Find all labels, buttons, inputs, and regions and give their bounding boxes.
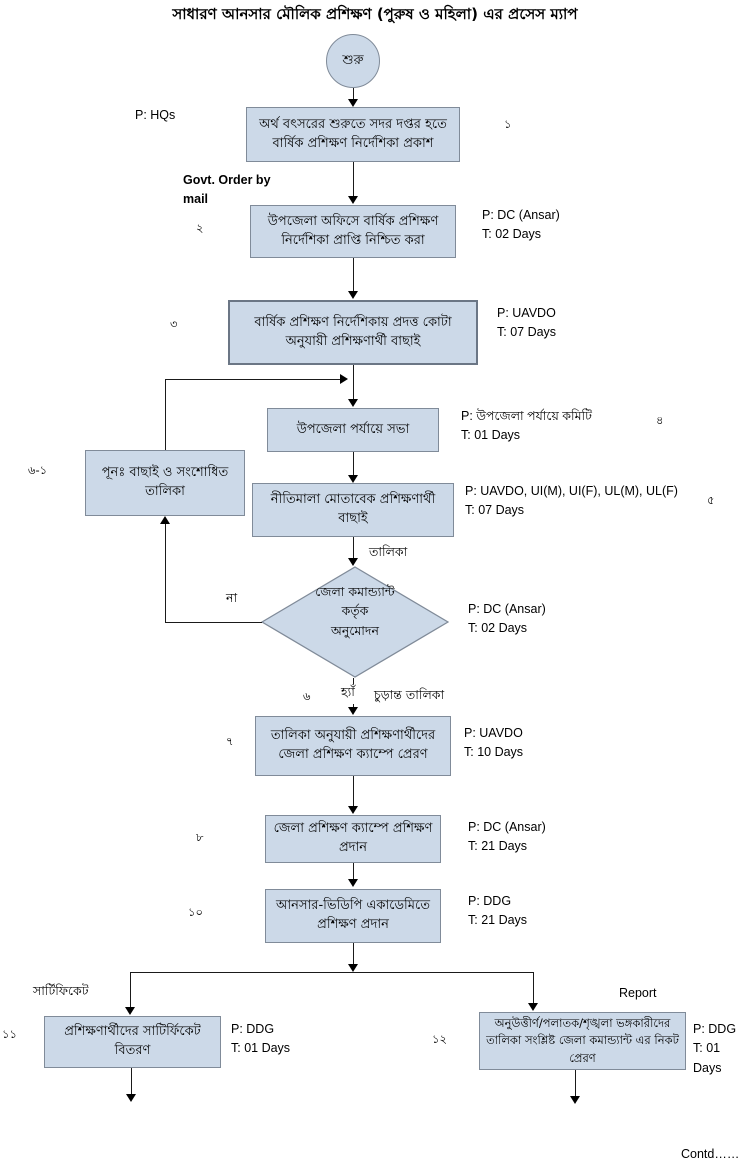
step-number-3: ৩ [170, 317, 178, 331]
step-12-box: অনুউত্তীর্ণ/পলাতক/শৃঙ্খলা ভঙ্গকারীদের তা… [479, 1012, 686, 1070]
annotation-step-2: P: DC (Ansar) T: 02 Days [482, 208, 560, 242]
connector-s5-d6 [353, 537, 354, 558]
label-report: Report [619, 986, 657, 1000]
step-number-8: ৮ [196, 830, 204, 844]
step-8-box: জেলা প্রশিক্ষণ ক্যাম্পে প্রশিক্ষণ প্রদান [265, 815, 441, 863]
decision-diamond-text: জেলা কমান্ড্যান্ট কর্তৃক অনুমোদন [315, 584, 395, 638]
connector-s1-s2 [353, 162, 354, 196]
connector-feedback-up [165, 379, 166, 450]
step-10-box: আনসার-ভিডিপি একাডেমিতে প্রশিক্ষণ প্রদান [265, 889, 441, 943]
connector-tee-s12 [533, 972, 534, 1003]
annotation-step-11: P: DDG T: 01 Days [231, 1022, 291, 1056]
step-number-6-1: ৬-১ [28, 463, 48, 477]
connector-feedback-merge [165, 379, 340, 380]
annotation-step-7: P: UAVDO T: 10 Days [464, 726, 524, 760]
arrowhead-tee-s11 [125, 1007, 135, 1015]
annotation-step-4: P: উপজেলা পর্যায়ে কমিটি T: 01 Days [461, 409, 592, 443]
arrowhead-s7-s8 [348, 806, 358, 814]
connector-s8-s10 [353, 863, 354, 879]
connector-s3-s4 [353, 365, 354, 399]
label-list: তালিকা [369, 544, 408, 559]
arrowhead-s1-s2 [348, 196, 358, 204]
arrowhead-d6-s7 [348, 707, 358, 715]
step-1-box: অর্থ বৎসরের শুরুতে সদর দপ্তর হতে বার্ষিক… [246, 107, 460, 162]
connector-tee-s11 [130, 972, 131, 1007]
step-number-2: ২ [196, 221, 204, 235]
step-number-7: ৭ [226, 734, 234, 748]
arrowhead-tee-s12 [528, 1003, 538, 1011]
arrowhead-s4-s5 [348, 475, 358, 483]
connector-s12-exit [575, 1070, 576, 1096]
step-2-box: উপজেলা অফিসে বার্ষিক প্রশিক্ষণ নির্দেশিক… [250, 205, 456, 258]
decision-diamond-shape [261, 566, 449, 678]
label-no: না [226, 590, 238, 605]
start-node: শুরু [326, 34, 380, 88]
annotation-step-5: P: UAVDO, UI(M), UI(F), UL(M), UL(F) T: … [465, 484, 678, 518]
label-govt-order: Govt. Order by mail [183, 173, 271, 207]
connector-s2-s3 [353, 258, 354, 291]
arrowhead-no-into-reselection [160, 516, 170, 524]
label-certificate: সার্টিফিকেট [33, 983, 89, 998]
step-4-box: উপজেলা পর্যায়ে সভা [267, 408, 439, 452]
connector-s7-s8 [353, 776, 354, 806]
annotation-step-3: P: UAVDO T: 07 Days [497, 306, 557, 340]
annotation-decision-6: P: DC (Ansar) T: 02 Days [468, 602, 546, 636]
label-yes: হ্যাঁ [341, 684, 355, 704]
arrowhead-s5-d6 [348, 558, 358, 566]
label-final-list: চুড়ান্ত তালিকা [374, 687, 445, 702]
arrowhead-s11-exit [126, 1094, 136, 1102]
arrowhead-feedback-merge [340, 374, 348, 384]
arrowhead-s3-s4 [348, 399, 358, 407]
annotation-step-12: P: DDG T: 01 Days [693, 1022, 737, 1075]
connector-no-vertical [165, 524, 166, 622]
connector-start-s1 [353, 88, 354, 99]
step-number-1: ১ [504, 117, 512, 131]
label-contd: Contd…… [681, 1147, 740, 1161]
connector-s4-s5 [353, 452, 354, 475]
annotation-step-1: P: HQs [135, 108, 176, 122]
step-number-11: ১১ [2, 1027, 17, 1041]
arrowhead-s12-exit [570, 1096, 580, 1104]
step-5-box: নীতিমালা মোতাবেক প্রশিক্ষণার্থী বাছাই [252, 483, 454, 537]
arrowhead-s10-tee [348, 964, 358, 972]
diamond-polygon [261, 566, 449, 678]
connector-tee-horizontal [130, 972, 534, 973]
annotation-step-10: P: DDG T: 21 Days [468, 894, 528, 928]
step-number-6: ৬ [303, 689, 311, 703]
step-3-box: বার্ষিক প্রশিক্ষণ নির্দেশিকায় প্রদত্ত ক… [228, 300, 478, 365]
arrowhead-s2-s3 [348, 291, 358, 299]
connector-no-horizontal [165, 622, 262, 623]
step-number-4: ৪ [656, 413, 664, 427]
step-number-12: ১২ [432, 1032, 447, 1046]
step-number-10: ১০ [188, 905, 203, 919]
arrowhead-s8-s10 [348, 879, 358, 887]
step-number-5: ৫ [707, 493, 715, 507]
step-7-box: তালিকা অনুযায়ী প্রশিক্ষণার্থীদের জেলা প… [255, 716, 451, 776]
step-6-1-box: পূনঃ বাছাই ও সংশোধিত তালিকা [85, 450, 245, 516]
annotation-step-8: P: DC (Ansar) T: 21 Days [468, 820, 546, 854]
step-11-box: প্রশিক্ষণার্থীদের সাটির্ফিকেট বিতরণ [44, 1016, 221, 1068]
connector-s11-exit [131, 1068, 132, 1094]
arrowhead-start-s1 [348, 99, 358, 107]
connector-s10-tee [353, 943, 354, 964]
page-title: সাধারণ আনসার মৌলিক প্রশিক্ষণ (পুরুষ ও মহ… [172, 5, 578, 23]
